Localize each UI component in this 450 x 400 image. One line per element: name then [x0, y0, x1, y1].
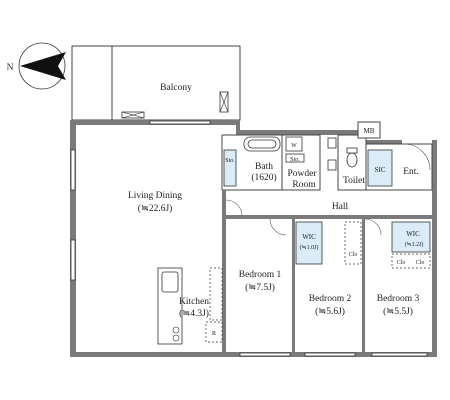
wic2-area: [391, 221, 431, 269]
bedroom1-label: Bedroom 1: [239, 270, 282, 280]
mb-box: [357, 121, 381, 139]
powder-label-1: Powder: [287, 169, 317, 179]
clo2-label: Clo: [397, 260, 406, 266]
washer-label: W: [291, 143, 297, 149]
kitchen-area: [157, 267, 223, 345]
hall-label: Hall: [332, 202, 349, 212]
bedroom3-size-label: (≒5.5J): [383, 306, 413, 317]
bath-label: Bath: [255, 162, 273, 172]
clo1-area: [344, 221, 362, 265]
wic1-size-label: (≒1.0J): [300, 244, 319, 251]
interior-walls: [222, 190, 432, 352]
mb-label: MB: [364, 127, 375, 135]
living-dining-label: Living Dining: [128, 191, 182, 201]
sic-label: SIC: [375, 166, 386, 174]
wic2-label: WIC: [406, 230, 420, 238]
living-dining-size-label: (≒22.6J): [138, 203, 173, 214]
refrigerator-label: R: [212, 331, 216, 337]
bath-size-label: (1620): [251, 172, 276, 183]
balcony-label: Balcony: [160, 83, 192, 93]
bedroom1-size-label: (≒7.5J): [245, 282, 275, 293]
entrance-area: [365, 143, 433, 191]
powder-room-area: [281, 134, 337, 191]
windows: [70, 120, 428, 357]
wic1-area: [295, 221, 323, 265]
kitchen-label: Kitchen: [179, 297, 209, 307]
bedroom2-label: Bedroom 2: [309, 294, 352, 304]
kitchen-size-label: (≒4.3J): [179, 308, 209, 319]
compass-icon: [18, 42, 66, 90]
north-label: N: [7, 63, 14, 73]
clo1-label: Clo: [349, 252, 358, 258]
clo3-label: Clo: [416, 260, 425, 266]
wic1-label: WIC: [302, 233, 316, 241]
sto2-label: Sto.: [290, 157, 300, 163]
balcony-area: [71, 45, 241, 121]
bedroom2-size-label: (≒5.6J): [315, 306, 345, 317]
door-swings: [225, 199, 382, 236]
toilet-area: [337, 134, 367, 191]
bath-area: [221, 134, 283, 191]
sto-label: Sto.: [225, 158, 235, 164]
wic2-size-label: (≒1.2J): [405, 241, 424, 248]
toilet-label: Toilet: [343, 176, 365, 186]
powder-label-2: Room: [292, 180, 316, 190]
ent-label: Ent.: [403, 167, 419, 177]
bedroom3-label: Bedroom 3: [377, 294, 420, 304]
